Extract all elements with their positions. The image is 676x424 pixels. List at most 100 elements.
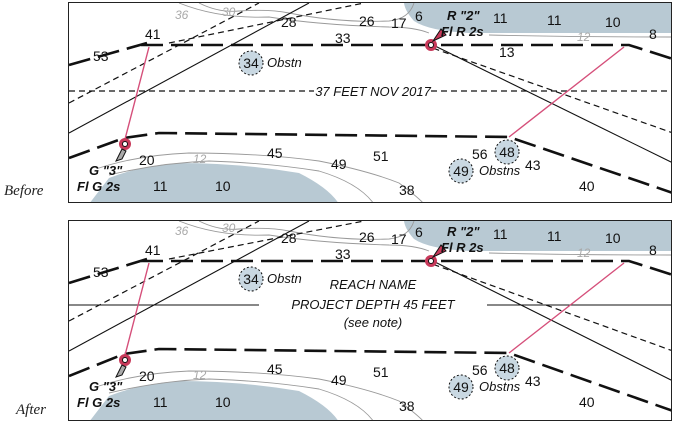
range-lines (123, 262, 625, 360)
chart-label: 51 (373, 148, 389, 164)
chart-label: 45 (267, 145, 283, 161)
obstruction-right-b: 49 Obstns (448, 374, 521, 400)
chart-label: 30 (222, 221, 236, 235)
green-buoy-icon (115, 354, 131, 378)
chart-label: Obstn (267, 55, 302, 70)
chart-label: 49 (453, 163, 469, 179)
chart-label: 49 (331, 372, 347, 388)
channel-limit-lines (69, 41, 671, 194)
chart-panel-after: 34 Obstn 48 49 Obstns R "2" Fl R 2s G "3… (68, 220, 672, 421)
red-buoy-light: Fl R 2s (441, 240, 484, 255)
shoal-area-bottom (90, 163, 338, 202)
chart-label: 36 (175, 224, 189, 238)
depth-contour-lines (98, 221, 671, 420)
obstruction-right-b: 49 Obstns (448, 158, 521, 184)
chart-label: 48 (499, 360, 515, 376)
chart-label: 12 (577, 246, 591, 260)
chart-label: 10 (215, 394, 231, 410)
nautical-chart-after: 34 Obstn 48 49 Obstns R "2" Fl R 2s G "3… (69, 221, 671, 420)
chart-label: 38 (399, 182, 415, 198)
green-buoy-light: Fl G 2s (77, 179, 120, 194)
shoal-area-top (404, 3, 671, 33)
green-buoy-name: G "3" (89, 163, 123, 178)
chart-label: 10 (605, 230, 621, 246)
chart-label: 36 (175, 8, 189, 22)
chart-label: 12 (193, 368, 207, 382)
green-buoy-light: Fl G 2s (77, 395, 120, 410)
chart-label: 28 (281, 14, 297, 30)
chart-label: 33 (335, 246, 351, 262)
chart-label: 11 (153, 394, 168, 410)
red-buoy-light: Fl R 2s (441, 24, 484, 39)
red-buoy-name: R "2" (447, 8, 480, 23)
chart-label: 38 (399, 398, 415, 414)
chart-panel-before: 34 Obstn 48 49 Obstns R "2" Fl R 2s G "3… (68, 2, 672, 203)
chart-label: 13 (499, 44, 515, 60)
chart-label: 20 (139, 368, 155, 384)
soundings: 53 41 28 26 17 6 11 11 10 8 33 13 20 45 … (93, 8, 657, 198)
obstruction-right-a: 48 (494, 139, 520, 165)
chart-label: 11 (547, 228, 562, 244)
survey-lines (69, 221, 671, 351)
chart-label: 12 (577, 30, 591, 44)
reach-lines (69, 3, 671, 163)
channel-note: 37 FEET NOV 2017 (315, 84, 431, 99)
chart-label: 43 (525, 373, 541, 389)
chart-label: 11 (153, 178, 168, 194)
chart-label: 41 (145, 26, 161, 42)
chart-label: 33 (335, 30, 351, 46)
chart-label: 26 (359, 13, 375, 29)
chart-label: 20 (139, 152, 155, 168)
chart-label: 10 (215, 178, 231, 194)
chart-label: 53 (93, 264, 109, 280)
chart-label: 53 (93, 48, 109, 64)
reach-name-label: REACH NAME (330, 277, 417, 292)
chart-label: 10 (605, 14, 621, 30)
red-buoy-name: R "2" (447, 224, 480, 239)
chart-label: 56 (472, 362, 488, 378)
green-buoy-name: G "3" (89, 379, 123, 394)
chart-label: Obstns (479, 163, 521, 178)
chart-label: 41 (145, 242, 161, 258)
channel-limit-lines (69, 257, 671, 412)
chart-label: 17 (391, 15, 407, 31)
chart-label: 6 (415, 8, 423, 24)
project-depth-label: PROJECT DEPTH 45 FEET (291, 297, 455, 312)
obstruction-top: 34 Obstn (238, 50, 302, 76)
chart-label: 28 (281, 230, 297, 246)
chart-label: Obstn (267, 271, 302, 286)
red-buoy-icon (425, 28, 447, 51)
chart-label: 49 (331, 156, 347, 172)
chart-label: 8 (649, 26, 657, 42)
chart-label: 17 (391, 231, 407, 247)
shoal-area-top (404, 221, 671, 251)
chart-label: 49 (453, 379, 469, 395)
chart-label: 43 (525, 157, 541, 173)
panel-caption-before: Before (4, 183, 44, 199)
chart-label: 8 (649, 242, 657, 258)
depth-contour-lines (98, 3, 671, 202)
chart-label: 51 (373, 364, 389, 380)
chart-label: 34 (243, 55, 259, 71)
chart-label: 56 (472, 146, 488, 162)
chart-label: 45 (267, 361, 283, 377)
obstruction-top: 34 Obstn (238, 266, 302, 292)
shoal-area-bottom (90, 381, 338, 420)
red-buoy-icon (425, 244, 447, 267)
chart-label: 40 (579, 394, 595, 410)
chart-label: 6 (415, 224, 423, 240)
chart-label: 11 (493, 10, 508, 26)
chart-label: 11 (547, 12, 562, 28)
range-lines (123, 46, 625, 144)
chart-label: 12 (193, 152, 207, 166)
chart-label: 48 (499, 144, 515, 160)
chart-label: Obstns (479, 379, 521, 394)
see-note-label: (see note) (344, 315, 403, 330)
chart-label: 40 (579, 178, 595, 194)
green-buoy-icon (115, 138, 131, 162)
chart-label: 11 (493, 226, 508, 242)
chart-label: 30 (222, 5, 236, 19)
panel-caption-after: After (16, 402, 46, 418)
obstruction-right-a: 48 (494, 355, 520, 381)
chart-label: 26 (359, 229, 375, 245)
